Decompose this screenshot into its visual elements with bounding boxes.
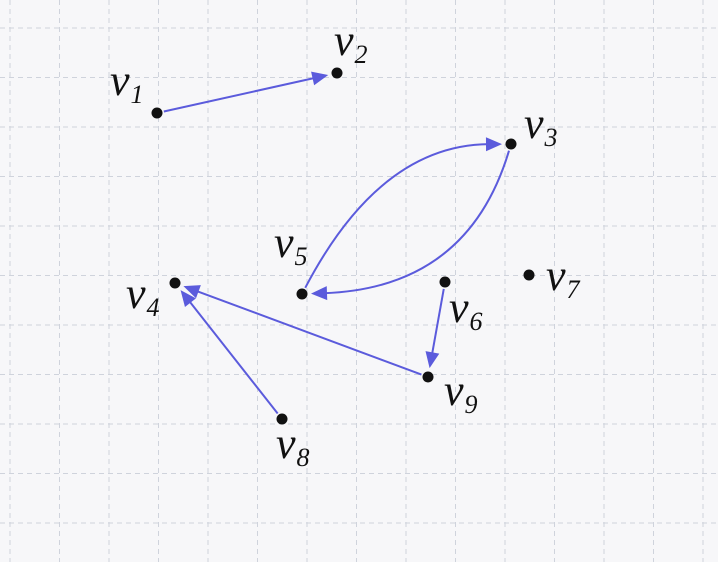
vertex-v5 <box>296 288 308 300</box>
vertex-label-index: 2 <box>355 40 368 69</box>
edge-v5-to-v3-arrowhead <box>485 137 503 152</box>
vertex-label-v7: v7 <box>546 251 581 304</box>
vertex-label-letter: v <box>274 218 294 267</box>
edge-v6-to-v9-arrowhead <box>425 351 440 369</box>
vertex-label-index: 1 <box>131 80 144 109</box>
vertex-label-letter: v <box>276 419 296 468</box>
vertex-label-index: 8 <box>297 443 310 472</box>
vertex-label-v9: v9 <box>444 366 478 419</box>
edge-v5-to-v3 <box>304 143 490 289</box>
vertex-label-v4: v4 <box>126 269 160 322</box>
vertex-v3 <box>505 138 517 150</box>
vertex-v6 <box>439 276 451 288</box>
vertex-v2 <box>331 67 343 79</box>
vertex-label-letter: v <box>444 366 464 415</box>
edge-v6-to-v9 <box>430 288 445 356</box>
edge-v9-to-v4-arrowhead <box>183 285 201 299</box>
vertices <box>151 67 535 425</box>
vertex-label-v6: v6 <box>449 283 483 336</box>
vertex-label-v3: v3 <box>524 99 558 152</box>
vertex-label-index: 7 <box>567 275 581 304</box>
edge-v9-to-v4 <box>195 289 422 376</box>
vertex-label-v1: v1 <box>110 56 144 109</box>
edge-v3-to-v5 <box>323 150 510 295</box>
vertex-v9 <box>422 371 434 383</box>
vertex-label-index: 9 <box>465 390 478 419</box>
edge-v1-to-v2-arrowhead <box>311 71 329 86</box>
edges <box>163 71 510 415</box>
vertex-label-v8: v8 <box>276 419 310 472</box>
edge-v8-to-v4-arrowhead <box>180 290 196 307</box>
vertex-label-letter: v <box>334 16 354 65</box>
vertex-label-index: 6 <box>470 307 483 336</box>
vertex-v4 <box>169 277 181 289</box>
vertex-v7 <box>523 269 535 281</box>
vertex-label-index: 4 <box>147 293 160 322</box>
vertex-label-v2: v2 <box>334 16 368 69</box>
vertex-label-letter: v <box>524 99 544 148</box>
vertex-v8 <box>276 413 288 425</box>
edge-v3-to-v5-arrowhead <box>310 286 328 301</box>
vertex-label-v5: v5 <box>274 218 308 271</box>
vertex-label-letter: v <box>449 283 469 332</box>
vertex-label-letter: v <box>546 251 566 300</box>
edge-v8-to-v4 <box>187 299 279 415</box>
vertex-label-index: 5 <box>295 242 308 271</box>
vertex-label-index: 3 <box>544 123 558 152</box>
edge-v1-to-v2 <box>163 76 316 113</box>
vertex-label-letter: v <box>126 269 146 318</box>
vertex-v1 <box>151 107 163 119</box>
vertex-label-letter: v <box>110 56 130 105</box>
